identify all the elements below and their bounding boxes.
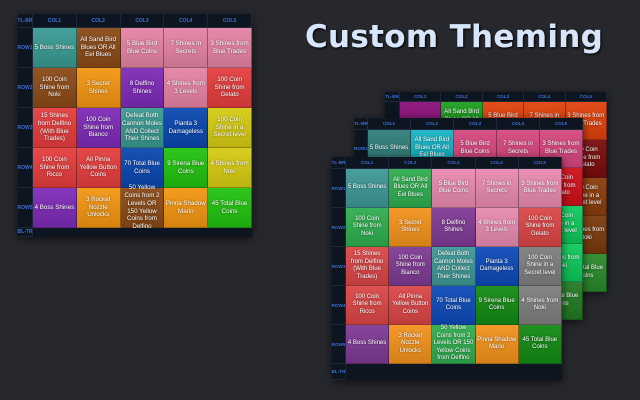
column-header[interactable]: COL2: [76, 14, 121, 28]
bingo-cell[interactable]: 3 Secret Shines: [76, 68, 121, 108]
bingo-cell[interactable]: 3 Rocket Nozzle Unlocks: [389, 325, 433, 364]
row-header[interactable]: ROW2: [332, 208, 346, 247]
column-header[interactable]: COL4: [497, 118, 540, 130]
column-header[interactable]: COL5: [518, 157, 562, 169]
bingo-cell[interactable]: All Pinna Yellow Button Coins: [76, 148, 121, 188]
bingo-cell[interactable]: All Sand Bird Blues OR All Eel Blues: [76, 28, 121, 68]
corner-tl-br[interactable]: TL-BR: [385, 92, 400, 102]
bingo-cell[interactable]: 100 Coin Shine in a Secret level: [518, 247, 562, 286]
bingo-cell[interactable]: 3 Shines from Blue Trades: [518, 169, 562, 208]
bingo-cell[interactable]: Pinna Shadow Mario: [164, 188, 209, 228]
column-header[interactable]: COL1: [346, 157, 390, 169]
row-header[interactable]: ROW4: [332, 286, 346, 325]
column-header[interactable]: COL1: [368, 118, 411, 130]
column-header[interactable]: COL5: [565, 92, 607, 102]
bingo-cell[interactable]: 5 Blue Bird Blue Coins: [432, 169, 476, 208]
bingo-cell[interactable]: Defeat Both Cannon Moles AND Collect The…: [432, 247, 476, 286]
row-header[interactable]: ROW1: [18, 28, 33, 68]
column-header[interactable]: COL4: [164, 14, 209, 28]
corner-bl-tr[interactable]: BL-TR: [332, 364, 346, 380]
column-header[interactable]: COL2: [441, 92, 483, 102]
bingo-cell[interactable]: 4 Shines from 3 Levels: [164, 68, 209, 108]
bingo-cell[interactable]: 100 Coin Shine from Gelato: [518, 208, 562, 247]
bingo-cell[interactable]: 50 Yellow Coins from 2 Levels OR 150 Yel…: [120, 184, 165, 230]
row-header[interactable]: ROW3: [332, 247, 346, 286]
bingo-cell[interactable]: 9 Sirena Blue Coins: [475, 286, 519, 325]
bingo-cell[interactable]: 7 Shines in Secrets: [164, 28, 209, 68]
bingo-cell[interactable]: Defeat Both Cannon Moles AND Collect The…: [120, 108, 165, 148]
bingo-cell[interactable]: 8 Delfino Shines: [432, 208, 476, 247]
bingo-cell[interactable]: 70 Total Blue Coins: [120, 148, 165, 188]
bingo-cell[interactable]: 100 Coin Shine from Gelato: [208, 68, 252, 108]
bingo-cell[interactable]: 7 Shines in Secrets: [475, 169, 519, 208]
bingo-cell[interactable]: 4 Boss Shines: [33, 188, 77, 228]
bingo-cell[interactable]: 8 Delfino Shines: [120, 68, 165, 108]
corner-bl-tr[interactable]: BL-TR: [17, 228, 33, 237]
bingo-cell[interactable]: 100 Coin Shine from Bianco: [389, 247, 433, 286]
bingo-cell[interactable]: 100 Coin Shine from Ricco: [346, 286, 390, 325]
bingo-cell[interactable]: 4 Shines from Noki: [518, 286, 562, 325]
bingo-cell[interactable]: 100 Coin Shine from Ricco: [33, 148, 77, 188]
column-header[interactable]: COL1: [400, 92, 442, 102]
column-header[interactable]: COL2: [389, 157, 433, 169]
row-header[interactable]: ROW5: [18, 188, 33, 228]
column-header[interactable]: COL3: [120, 14, 165, 28]
bingo-cell[interactable]: 100 Coin Shine from Noki: [33, 68, 77, 108]
bingo-cell[interactable]: 5 Blue Bird Blue Coins: [120, 28, 165, 68]
column-header[interactable]: COL3: [482, 92, 525, 102]
bingo-cell[interactable]: 50 Yellow Coins from 2 Levels OR 150 Yel…: [432, 325, 476, 364]
column-header[interactable]: COL4: [524, 92, 566, 102]
page-title: Custom Theming: [305, 19, 604, 55]
column-header[interactable]: COL3: [432, 157, 476, 169]
bingo-cell[interactable]: 5 Boss Shines: [346, 169, 390, 208]
row-header[interactable]: ROW3: [18, 108, 33, 148]
column-header[interactable]: COL1: [33, 14, 77, 28]
bingo-cell[interactable]: 15 Shines from Delfino (With Blue Trades…: [33, 108, 77, 148]
bingo-cell[interactable]: 15 Shines from Delfino (With Blue Trades…: [346, 247, 390, 286]
column-header[interactable]: COL3: [454, 118, 497, 130]
row-header[interactable]: ROW4: [18, 148, 33, 188]
bingo-cell[interactable]: 4 Boss Shines: [346, 325, 390, 364]
bingo-cell[interactable]: 3 Shines from Blue Trades: [208, 28, 252, 68]
bingo-cell[interactable]: 100 Coin Shine from Noki: [346, 208, 390, 247]
bingo-cell[interactable]: 100 Coin Shine in a Secret level: [208, 108, 252, 148]
column-header[interactable]: COL2: [411, 118, 454, 130]
bingo-cell[interactable]: All Sand Bird Blues OR All Eel Blues: [389, 169, 433, 208]
corner-tl-br[interactable]: TL-BR: [332, 157, 346, 169]
column-header[interactable]: COL5: [208, 14, 252, 28]
bingo-cell[interactable]: Pianta 3 Damageless: [164, 108, 209, 148]
bingo-cell[interactable]: 45 Total Blue Coins: [208, 188, 252, 228]
bingo-cell[interactable]: 9 Sirena Blue Coins: [164, 148, 209, 188]
bingo-cell[interactable]: 3 Secret Shines: [389, 208, 433, 247]
corner-tl-br[interactable]: TL-BR: [18, 14, 33, 28]
row-header[interactable]: ROW2: [18, 68, 33, 108]
column-header[interactable]: COL5: [540, 118, 583, 130]
bingo-cell[interactable]: 45 Total Blue Coins: [518, 325, 562, 364]
bingo-cell[interactable]: 3 Rocket Nozzle Unlocks: [76, 188, 121, 228]
bingo-cell[interactable]: 4 Shines from Noki: [208, 148, 252, 188]
bingo-cell[interactable]: Pianta 3 Damageless: [475, 247, 519, 286]
bingo-cell[interactable]: Pinna Shadow Mario: [475, 325, 519, 364]
row-header[interactable]: ROW5: [332, 325, 346, 364]
bingo-cell[interactable]: 5 Boss Shines: [33, 28, 77, 68]
bingo-cell[interactable]: All Pinna Yellow Button Coins: [389, 286, 433, 325]
column-header[interactable]: COL4: [475, 157, 519, 169]
bingo-cell[interactable]: 4 Shines from 3 Levels: [475, 208, 519, 247]
bingo-cell[interactable]: 70 Total Blue Coins: [432, 286, 476, 325]
corner-tl-br[interactable]: TL-BR: [354, 118, 368, 130]
bingo-cell[interactable]: 100 Coin Shine from Bianco: [76, 108, 121, 148]
row-header[interactable]: ROW1: [332, 169, 346, 208]
